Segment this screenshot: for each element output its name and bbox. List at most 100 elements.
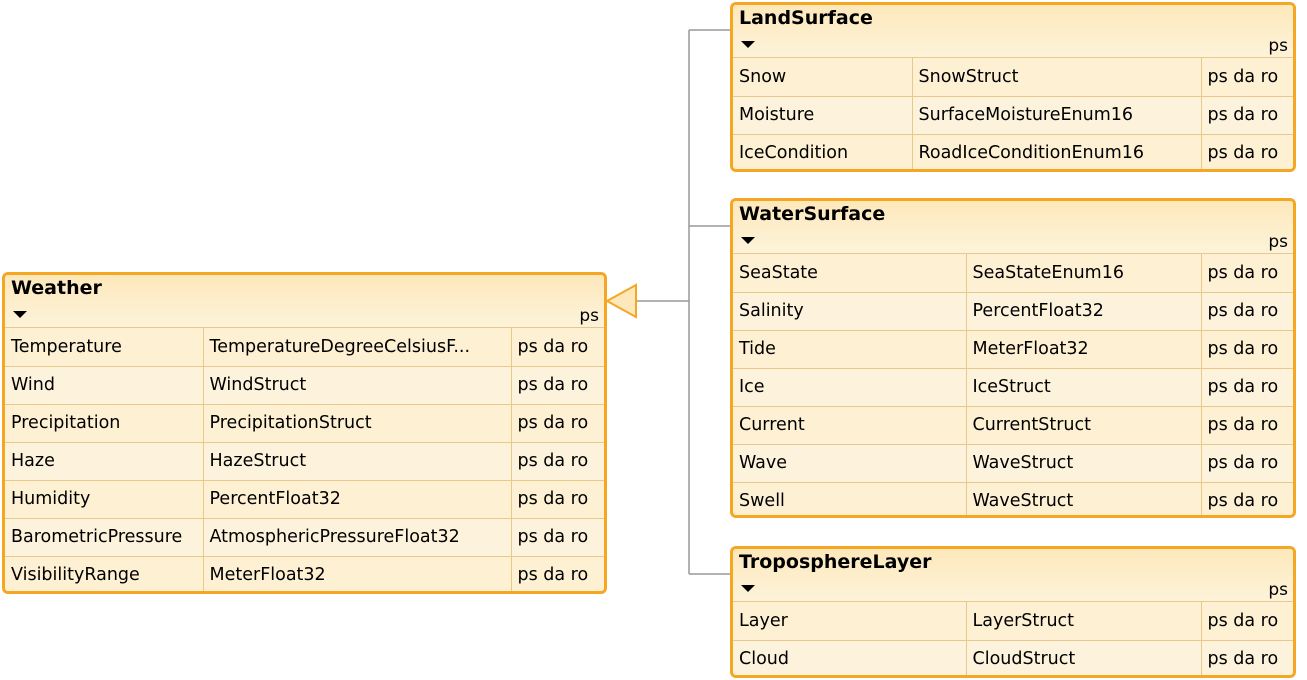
attribute-name: SeaState: [733, 254, 967, 293]
attribute-type: IceStruct: [966, 368, 1202, 407]
attribute-type: SnowStruct: [912, 58, 1202, 97]
attribute-flags: ps da ro: [1201, 134, 1293, 169]
collapse-triangle-icon[interactable]: [741, 585, 755, 592]
attribute-name: Tide: [733, 330, 967, 369]
attribute-flags: ps da ro: [1201, 444, 1293, 483]
attribute-name: Cloud: [733, 640, 967, 675]
class-name: Weather: [11, 277, 102, 299]
attribute-flags: ps da ro: [511, 404, 604, 443]
attribute-name: Swell: [733, 482, 967, 515]
attribute-flags: ps da ro: [511, 480, 604, 519]
attribute-flags: ps da ro: [511, 556, 604, 591]
attribute-type: CurrentStruct: [966, 406, 1202, 445]
attribute-type: MeterFloat32: [203, 556, 512, 591]
attribute-name: Temperature: [5, 328, 204, 367]
attribute-name: BarometricPressure: [5, 518, 204, 557]
attribute-flags: ps da ro: [1201, 406, 1293, 445]
attribute-flags: ps da ro: [1201, 368, 1293, 407]
attribute-flags: ps da ro: [511, 328, 604, 367]
attribute-name: Current: [733, 406, 967, 445]
attribute-flags: ps da ro: [1201, 96, 1293, 135]
attribute-flags: ps da ro: [1201, 330, 1293, 369]
attribute-type: PercentFloat32: [203, 480, 512, 519]
attribute-type: WaveStruct: [966, 444, 1202, 483]
attribute-name: Layer: [733, 602, 967, 641]
attribute-name: Moisture: [733, 96, 913, 135]
attribute-type: SeaStateEnum16: [966, 254, 1202, 293]
generalization-arrowhead: [604, 283, 637, 319]
attribute-type: MeterFloat32: [966, 330, 1202, 369]
attribute-type: HazeStruct: [203, 442, 512, 481]
class-name: WaterSurface: [739, 203, 886, 225]
attribute-name: IceCondition: [733, 134, 913, 169]
attribute-type: RoadIceConditionEnum16: [912, 134, 1202, 169]
class-sharing: ps: [1268, 580, 1288, 600]
attribute-type: PercentFloat32: [966, 292, 1202, 331]
attribute-flags: ps da ro: [1201, 292, 1293, 331]
collapse-triangle-icon[interactable]: [741, 237, 755, 244]
attribute-name: Haze: [5, 442, 204, 481]
attribute-flags: ps da ro: [511, 442, 604, 481]
attribute-name: Precipitation: [5, 404, 204, 443]
attribute-type: LayerStruct: [966, 602, 1202, 641]
class-header: TroposphereLayer ps: [733, 549, 1293, 602]
attribute-type: PrecipitationStruct: [203, 404, 512, 443]
attribute-name: Humidity: [5, 480, 204, 519]
attribute-type: AtmosphericPressureFloat32: [203, 518, 512, 557]
class-header: Weather ps: [5, 275, 604, 328]
collapse-triangle-icon[interactable]: [13, 311, 27, 318]
attribute-flags: ps da ro: [1201, 254, 1293, 293]
class-header: LandSurface ps: [733, 5, 1293, 58]
class-name: TroposphereLayer: [739, 551, 932, 573]
attribute-name: Snow: [733, 58, 913, 97]
attribute-name: Salinity: [733, 292, 967, 331]
class-header: WaterSurface ps: [733, 201, 1293, 254]
attribute-name: Wave: [733, 444, 967, 483]
attribute-type: SurfaceMoistureEnum16: [912, 96, 1202, 135]
attribute-name: VisibilityRange: [5, 556, 204, 591]
attribute-name: Ice: [733, 368, 967, 407]
attribute-flags: ps da ro: [1201, 602, 1293, 641]
class-name: LandSurface: [739, 7, 873, 29]
class-sharing: ps: [1268, 36, 1288, 56]
attribute-type: CloudStruct: [966, 640, 1202, 675]
attribute-flags: ps da ro: [511, 518, 604, 557]
class-sharing: ps: [579, 306, 599, 326]
attribute-flags: ps da ro: [511, 366, 604, 405]
attribute-flags: ps da ro: [1201, 482, 1293, 515]
attribute-flags: ps da ro: [1201, 58, 1293, 97]
attribute-type: WaveStruct: [966, 482, 1202, 515]
attribute-type: WindStruct: [203, 366, 512, 405]
class-sharing: ps: [1268, 232, 1288, 252]
attribute-flags: ps da ro: [1201, 640, 1293, 675]
collapse-triangle-icon[interactable]: [741, 41, 755, 48]
